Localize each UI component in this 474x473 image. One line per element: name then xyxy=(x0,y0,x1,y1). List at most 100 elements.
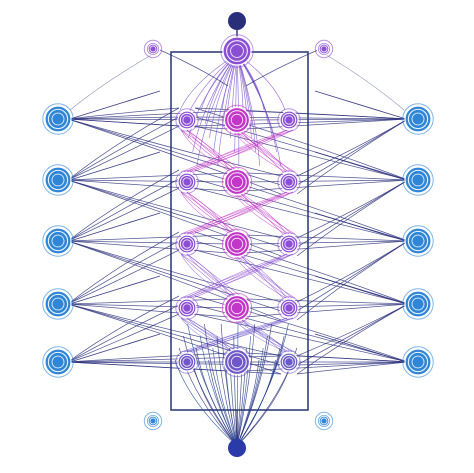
node-ring xyxy=(318,43,330,55)
connection-line xyxy=(69,49,161,111)
node-ring xyxy=(411,173,425,187)
connection-line xyxy=(244,179,409,192)
inner-node xyxy=(175,108,199,132)
connection-line xyxy=(194,249,409,305)
node-ring xyxy=(411,297,425,311)
connection-line xyxy=(180,191,235,235)
node-halo xyxy=(277,108,301,132)
node-ring xyxy=(47,351,69,373)
connection-line xyxy=(67,107,180,120)
connection-line xyxy=(194,125,409,181)
connection-line xyxy=(186,253,232,299)
connection-line xyxy=(245,49,319,87)
connection-line xyxy=(67,240,282,303)
connection-line xyxy=(67,179,282,239)
connection-line xyxy=(296,240,409,303)
connection-line xyxy=(67,313,180,363)
connection-line xyxy=(232,317,293,353)
node-ring xyxy=(284,239,294,249)
connection-line xyxy=(67,234,230,242)
connection-line xyxy=(69,275,161,305)
node-halo xyxy=(277,350,301,374)
connection-line xyxy=(186,317,294,353)
node-halo xyxy=(402,288,434,320)
connection-line xyxy=(67,303,282,357)
connection-line xyxy=(244,118,409,130)
node-halo xyxy=(277,170,301,194)
connection-line xyxy=(236,53,261,167)
connection-line xyxy=(238,129,287,173)
node-halo xyxy=(402,225,434,257)
connection-line xyxy=(67,298,230,305)
node-ring xyxy=(407,293,429,315)
connection-line xyxy=(67,304,180,363)
node-halo xyxy=(277,296,301,320)
node-ring xyxy=(51,173,65,187)
connection-line xyxy=(186,191,232,235)
node-ring xyxy=(230,301,244,315)
node-ring xyxy=(227,234,247,254)
connection-line xyxy=(67,355,282,363)
node-ring xyxy=(47,108,69,130)
node-ring xyxy=(284,357,294,367)
connection-line xyxy=(236,323,256,447)
connection-line xyxy=(244,179,409,183)
node-halo xyxy=(42,346,74,378)
node-ring xyxy=(407,351,429,373)
connection-line xyxy=(180,317,238,353)
node-halo xyxy=(143,39,163,59)
inner-node xyxy=(277,232,301,256)
connection-line xyxy=(67,303,230,309)
connection-line xyxy=(186,191,294,235)
node-ring xyxy=(411,355,425,369)
connection-line xyxy=(194,231,409,305)
connection-line xyxy=(216,335,238,447)
connection-line xyxy=(189,253,288,299)
connection-line xyxy=(67,118,230,121)
node-ring xyxy=(179,174,195,190)
node-ring xyxy=(230,44,244,58)
connection-line xyxy=(296,361,409,375)
connection-line xyxy=(192,253,288,299)
connection-lines xyxy=(67,30,409,447)
connection-line xyxy=(180,129,294,173)
connection-line xyxy=(67,295,180,363)
connection-line xyxy=(186,129,232,173)
connection-line xyxy=(296,303,409,366)
top-left-satellite-node xyxy=(143,39,163,59)
connection-line xyxy=(238,253,287,299)
node-ring xyxy=(182,177,192,187)
connection-line xyxy=(67,179,230,192)
node-ring xyxy=(230,355,244,369)
connection-line xyxy=(67,303,282,375)
connection-line xyxy=(180,253,232,299)
node-ring xyxy=(281,174,297,190)
node-halo xyxy=(221,228,253,260)
node-ring xyxy=(149,45,157,53)
connection-line xyxy=(236,335,251,447)
node-ring xyxy=(227,298,247,318)
node-halo xyxy=(221,104,253,136)
node-halo xyxy=(402,346,434,378)
connection-line xyxy=(238,191,287,235)
node-ring xyxy=(284,115,294,125)
node-ring xyxy=(47,230,69,252)
connection-line xyxy=(192,191,288,235)
node-halo xyxy=(175,350,199,374)
node-ring xyxy=(182,239,192,249)
outer-node-right xyxy=(402,346,434,378)
connection-line xyxy=(296,355,409,363)
node-halo xyxy=(220,34,254,68)
node-ring xyxy=(182,115,192,125)
node-ring xyxy=(320,417,328,425)
node-ring xyxy=(411,234,425,248)
node-halo xyxy=(42,225,74,257)
node-halo xyxy=(143,411,163,431)
inner-node xyxy=(277,296,301,320)
connection-line xyxy=(180,317,232,353)
connection-line xyxy=(67,303,282,366)
node-ring xyxy=(182,357,192,367)
node-ring xyxy=(230,175,244,189)
connection-line xyxy=(69,333,161,363)
node-halo xyxy=(402,103,434,135)
